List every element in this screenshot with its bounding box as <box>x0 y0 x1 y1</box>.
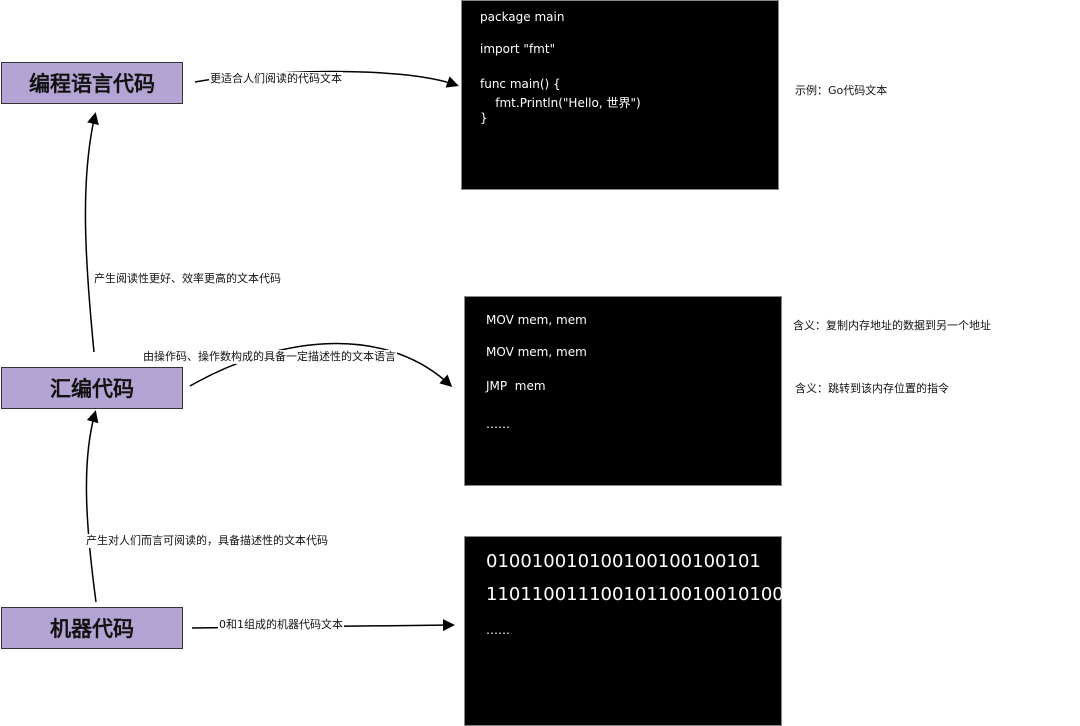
edge-label: 产生阅读性更好、效率更高的文本代码 <box>93 272 282 286</box>
box-high-level-code: 编程语言代码 <box>1 62 183 104</box>
code-line: …… <box>486 417 510 431</box>
note-jmp: 含义：跳转到该内存位置的指令 <box>795 382 949 395</box>
note-go: 示例：Go代码文本 <box>795 84 888 97</box>
note-mov: 含义：复制内存地址的数据到另一个地址 <box>793 319 991 332</box>
go-code-panel: package main import "fmt" func main() { … <box>461 0 779 190</box>
arrow-asm-to-code <box>189 342 453 388</box>
code-line: 11011001110010110010010100 <box>486 584 784 605</box>
binary-code-panel: 010010010100100100100101 110110011100101… <box>464 536 784 726</box>
edge-label: 0和1组成的机器代码文本 <box>218 618 344 632</box>
edge-label: 产生对人们而言可阅读的，具备描述性的文本代码 <box>85 534 329 548</box>
box-machine-code: 机器代码 <box>1 607 183 649</box>
code-line: import "fmt" <box>480 42 556 56</box>
asm-code-panel: MOV mem, mem MOV mem, mem JMP mem …… <box>464 296 782 486</box>
code-line: } <box>480 111 488 125</box>
arrow-machine-to-asm <box>85 410 99 603</box>
code-line: MOV mem, mem <box>486 345 587 359</box>
code-line: func main() { <box>480 77 561 91</box>
code-line: …… <box>486 623 510 637</box>
code-line: package main <box>480 10 565 24</box>
edge-label: 由操作码、操作数构成的具备一定描述性的文本语言 <box>142 350 397 364</box>
arrow-asm-to-high <box>84 112 99 353</box>
edge-label: 更适合人们阅读的代码文本 <box>209 72 343 86</box>
code-line: fmt.Println("Hello, 世界") <box>480 96 641 110</box>
code-line: 010010010100100100100101 <box>486 551 761 572</box>
code-line: JMP mem <box>486 379 546 393</box>
code-line: MOV mem, mem <box>486 313 587 327</box>
box-assembly-code: 汇编代码 <box>1 367 183 409</box>
